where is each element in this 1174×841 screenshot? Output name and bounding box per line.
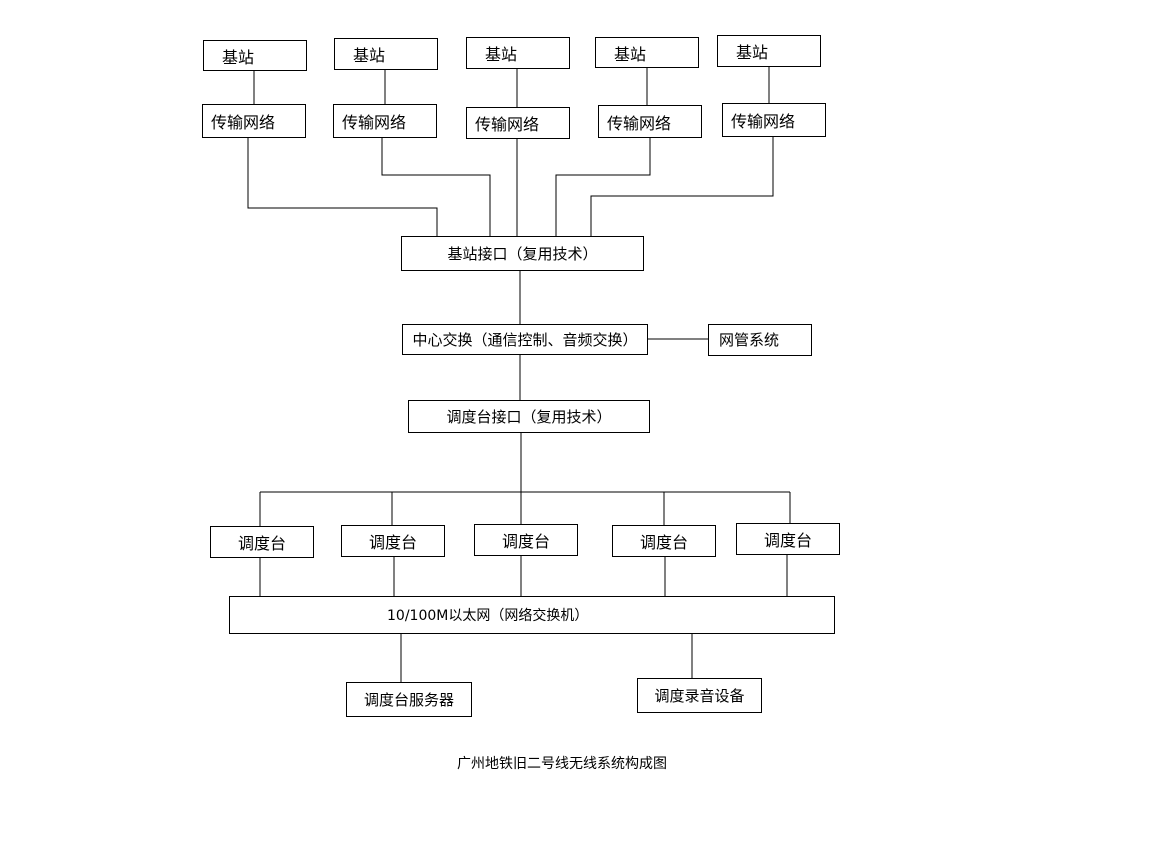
ethernet-switch-box: 10/100M以太网（网络交换机） bbox=[229, 596, 835, 634]
transmission-network-box: 传输网络 bbox=[202, 104, 306, 138]
dispatch-server-box: 调度台服务器 bbox=[346, 682, 472, 717]
transmission-network-box: 传输网络 bbox=[333, 104, 437, 138]
dispatch-console-interface-box: 调度台接口（复用技术） bbox=[408, 400, 650, 433]
base-station-box: 基站 bbox=[334, 38, 438, 70]
dispatch-recorder-box: 调度录音设备 bbox=[637, 678, 762, 713]
base-station-box: 基站 bbox=[595, 37, 699, 68]
diagram-caption: 广州地铁旧二号线无线系统构成图 bbox=[457, 756, 667, 772]
connector bbox=[381, 137, 491, 236]
central-switch-box: 中心交换（通信控制、音频交换） bbox=[402, 324, 648, 355]
dispatch-console-box: 调度台 bbox=[736, 523, 840, 555]
base-station-interface-box: 基站接口（复用技术） bbox=[401, 236, 644, 271]
network-management-box: 网管系统 bbox=[708, 324, 812, 356]
dispatch-console-box: 调度台 bbox=[210, 526, 314, 558]
transmission-network-box: 传输网络 bbox=[722, 103, 826, 137]
dispatch-console-box: 调度台 bbox=[612, 525, 716, 557]
base-station-box: 基站 bbox=[717, 35, 821, 67]
dispatch-console-box: 调度台 bbox=[341, 525, 445, 557]
connector bbox=[590, 136, 774, 236]
connector bbox=[555, 137, 651, 236]
base-station-box: 基站 bbox=[466, 37, 570, 69]
transmission-network-box: 传输网络 bbox=[598, 105, 702, 138]
base-station-box: 基站 bbox=[203, 40, 307, 71]
transmission-network-box: 传输网络 bbox=[466, 107, 570, 139]
dispatch-console-box: 调度台 bbox=[474, 524, 578, 556]
connector bbox=[247, 137, 438, 236]
